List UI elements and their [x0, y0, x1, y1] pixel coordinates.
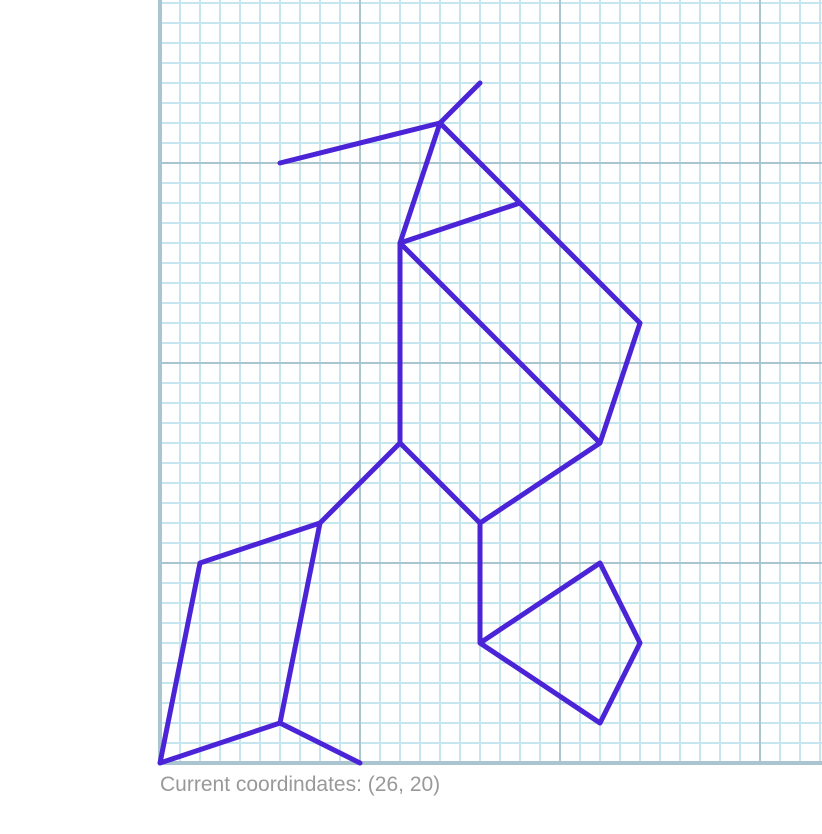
grid-svg[interactable] [0, 0, 822, 770]
coordinates-value: (26, 20) [367, 773, 441, 796]
grid-major-lines [160, 0, 822, 763]
figure-segment-5 [477, 520, 643, 726]
coordinates-readout: Current coordindates: (26, 20) [160, 773, 440, 797]
graph-paper-canvas[interactable] [0, 0, 822, 770]
coordinates-label: Current coordindates: [160, 773, 362, 796]
figure-segment-4 [277, 520, 323, 726]
drawn-shapes [157, 80, 643, 766]
figure-segment-3 [157, 440, 403, 766]
axes [158, 0, 822, 765]
